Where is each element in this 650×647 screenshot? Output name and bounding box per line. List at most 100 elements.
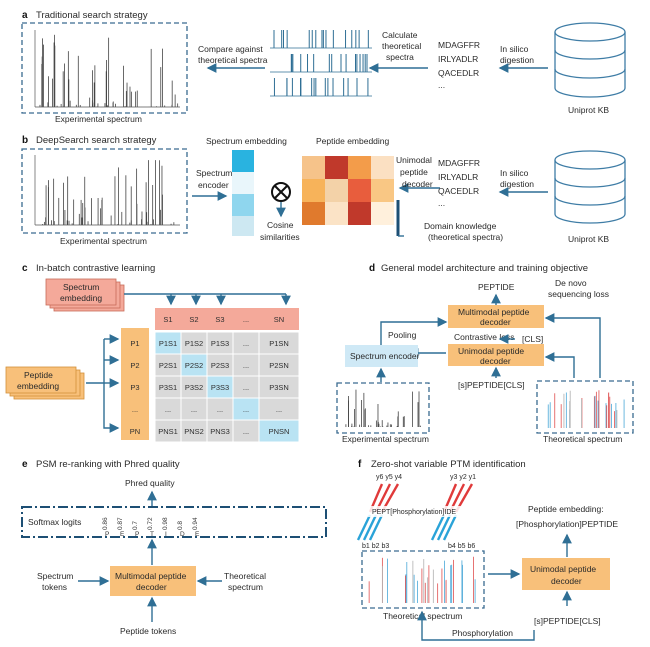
peptide-header: P1 — [130, 339, 139, 348]
panel-f-unimodal-box — [522, 558, 610, 590]
similarity-value: P1S1 — [159, 339, 177, 348]
panel-a-spectrum-peaks — [39, 34, 179, 107]
panel-d-letter: d — [369, 263, 375, 274]
panel-b-decoder-3: decoder — [402, 179, 433, 189]
panel-f-b-right: b4 b5 b6 — [448, 543, 475, 550]
panel-c-letter: c — [22, 263, 28, 274]
panel-d-title: General model architecture and training … — [381, 263, 588, 274]
logit-letter: D — [180, 531, 185, 538]
logit-letter: E — [120, 531, 125, 538]
panel-c: c In-batch contrastive learning Spectrum… — [5, 263, 300, 443]
panel-d-multimodal-2: decoder — [480, 317, 511, 327]
panel-e-peptide-tokens: Peptide tokens — [120, 626, 176, 636]
panel-f-input: [s]PEPTIDE[CLS] — [534, 616, 601, 626]
similarity-value: PNSN — [269, 427, 290, 436]
panel-a-spectrum-frame — [21, 22, 188, 114]
embedding-cell — [302, 156, 325, 179]
panel-a-database-label: Uniprot KB — [568, 105, 609, 115]
panel-b-digest-1: In silico — [500, 168, 529, 178]
panel-d-spectrum-peaks — [345, 389, 421, 427]
panel-a-experimental-label: Experimental spectrum — [55, 114, 142, 124]
panel-d-exp-label: Experimental spectrum — [342, 434, 429, 444]
panel-b-domain-2: (theoretical spectra) — [428, 232, 503, 242]
panel-c-spec-emb-1: Spectrum — [63, 282, 99, 292]
similarity-value: P1S2 — [185, 339, 203, 348]
similarity-value: P1SN — [269, 339, 289, 348]
similarity-value: PNS1 — [158, 427, 178, 436]
logit-letter: E — [195, 531, 200, 538]
panel-e-multimodal-box — [110, 566, 196, 596]
panel-b-pep-4: ... — [438, 198, 445, 208]
panel-d-multimodal-1: Multimodal peptide — [458, 307, 530, 317]
panel-c-title: In-batch contrastive learning — [36, 263, 155, 274]
spectrum-header: S1 — [163, 315, 172, 324]
panel-a-digest-1: In silico — [500, 44, 529, 54]
logit-letter: I — [165, 531, 167, 538]
panel-a-compare-2: theoretical spectra — [198, 55, 268, 65]
logit-letter: T — [150, 531, 154, 538]
panel-c-pep-emb-2: embedding — [17, 381, 59, 391]
panel-a-calc-3: spectra — [386, 52, 414, 62]
panel-e-phred: Phred quality — [125, 478, 175, 488]
panel-b-spectrum-embedding: Spectrum embedding — [206, 136, 287, 146]
panel-f-sequence: PEPT[Phosphorylation]IDE — [372, 509, 456, 516]
panel-e-letter: e — [22, 459, 28, 470]
panel-b-decoder-2: peptide — [400, 167, 428, 177]
panel-e-multimodal-2: decoder — [136, 582, 167, 592]
panel-c-spec-emb-2: embedding — [60, 293, 102, 303]
peptide-embedding-stack — [5, 366, 85, 400]
panel-e-spectrum-tokens-1: Spectrum — [37, 571, 73, 581]
peptide-header: ... — [132, 405, 138, 414]
panel-d-theo-label: Theoretical spectrum — [543, 434, 622, 444]
panel-a: a Traditional search strategy Experiment… — [21, 10, 626, 124]
similarity-value: ... — [243, 383, 249, 392]
panel-d-denovo-1: De novo — [555, 278, 587, 288]
spectrum-header: ... — [243, 315, 249, 324]
logit-value: 0.72 — [147, 517, 154, 530]
panel-b-spectrum-peaks — [42, 160, 175, 225]
logit-value: 0.87 — [117, 517, 124, 530]
spectrum-header: S3 — [215, 315, 224, 324]
unimodal-decoder-box — [448, 344, 544, 366]
panel-d-theoretical-peaks — [547, 390, 625, 428]
similarity-value: P1S3 — [211, 339, 229, 348]
panel-a-digest-2: digestion — [500, 55, 534, 65]
spectrum-encoder-box — [345, 345, 418, 367]
panel-a-pep-4: ... — [438, 80, 445, 90]
panel-b-spectrum-embedding-vector — [232, 150, 254, 236]
panel-b-encoder-1: Spectrum — [196, 168, 232, 178]
peptide-header: P3 — [130, 383, 139, 392]
panel-f-emb-1: Peptide embedding: — [528, 504, 604, 514]
panel-f-unimodal-2: decoder — [551, 576, 582, 586]
cross-product-icon — [271, 182, 291, 202]
panel-b-title: DeepSearch search strategy — [36, 135, 157, 146]
logit-value: 0.86 — [102, 517, 109, 530]
similarity-value: ... — [243, 361, 249, 370]
panel-b-digest-2: digestion — [500, 179, 534, 189]
panel-e-softmax: Softmax logits — [28, 517, 81, 527]
panel-f-title: Zero-shot variable PTM identification — [371, 459, 526, 470]
panel-f-theo-frame — [361, 550, 485, 609]
logit-value: 0.98 — [162, 517, 169, 530]
panel-a-database-icon — [554, 22, 626, 98]
logit-value: 0.94 — [192, 517, 199, 530]
panel-b-pep-3: QACEDLR — [438, 186, 479, 196]
panel-b: b DeepSearch search strategy Experimenta… — [21, 135, 626, 246]
spectrum-header-cell — [181, 308, 207, 330]
panel-d: d General model architecture and trainin… — [336, 263, 634, 444]
panel-b-database-icon — [554, 150, 626, 224]
panel-d-input: [s]PEPTIDE[CLS] — [458, 380, 525, 390]
panel-f-b-left: b1 b2 b3 — [362, 543, 389, 550]
similarity-value: P2S1 — [159, 361, 177, 370]
multimodal-decoder-box — [448, 305, 544, 328]
spectrum-header-cell — [233, 308, 259, 330]
panel-f-phos: Phosphorylation — [452, 628, 513, 638]
similarity-value: P3S3 — [211, 383, 229, 392]
panel-d-contrastive: Contrastive loss — [454, 332, 514, 342]
logit-value: 0.8 — [177, 521, 184, 530]
spectrum-header-cell — [155, 308, 181, 330]
similarity-value: ... — [276, 405, 282, 414]
panel-f-unimodal-1: Unimodal peptide — [530, 564, 596, 574]
